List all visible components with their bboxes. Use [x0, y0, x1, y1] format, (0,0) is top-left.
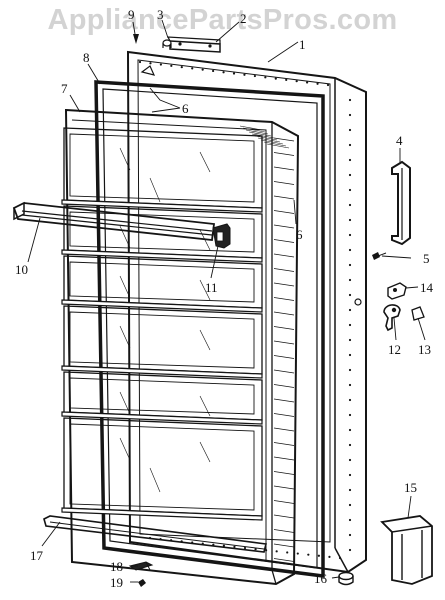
closer-bracket: [128, 561, 154, 571]
callout-4: 4: [396, 133, 403, 148]
watermark-text: AppliancePartsPros.com: [47, 4, 398, 36]
callout-5: 5: [423, 251, 430, 266]
shelf-compartment: [61, 127, 263, 213]
callout-12: 12: [388, 342, 401, 357]
hinge-screw: [133, 34, 139, 44]
callout-18: 18: [110, 559, 123, 574]
callout-6-side: 6: [296, 227, 303, 242]
outer-door-panel: [126, 50, 367, 574]
callout-13: 13: [418, 342, 431, 357]
callout-leader-lines: [27, 19, 426, 583]
callout-16: 16: [314, 571, 327, 586]
liner-side-ribs: [239, 125, 295, 562]
lower-retainer-bar: [43, 515, 267, 553]
callout-2: 2: [240, 11, 247, 26]
latch-hook: [383, 304, 401, 332]
callout-15: 15: [404, 480, 417, 495]
hinge-pin-bushing: [162, 39, 172, 48]
handle-screw: [372, 252, 387, 260]
callout-11: 11: [205, 280, 218, 295]
callout-6-top: 6: [182, 101, 189, 116]
callout-19: 19: [110, 575, 123, 590]
latch-roller: [411, 306, 425, 321]
callout-8: 8: [83, 50, 90, 65]
callout-1: 1: [299, 37, 306, 52]
shelf-compartment: [61, 371, 263, 425]
door-gasket: [94, 80, 325, 578]
callout-14: 14: [420, 280, 433, 295]
shelf-compartment: [61, 417, 263, 521]
shelf-compartment: [61, 205, 263, 263]
retainer-end-cap: [212, 223, 231, 249]
callout-10: 10: [15, 262, 28, 277]
callout-9: 9: [128, 7, 135, 22]
plug-button: [338, 571, 354, 586]
panel-screw-holes: [138, 60, 352, 560]
callout-3: 3: [157, 7, 164, 22]
bracket-screw: [138, 579, 146, 587]
shelf-retainer-bar: [12, 201, 216, 241]
shelf-compartment: [61, 305, 263, 379]
top-hinge-bracket: [166, 36, 221, 53]
latch-strike: [387, 282, 407, 300]
shelf-compartment: [61, 255, 263, 313]
callout-7: 7: [61, 81, 68, 96]
door-stop-block: [380, 515, 433, 585]
liner-shelf-compartments: [61, 127, 263, 521]
inner-door-liner: [64, 108, 300, 586]
callout-17: 17: [30, 548, 43, 563]
door-handle: [391, 160, 411, 246]
